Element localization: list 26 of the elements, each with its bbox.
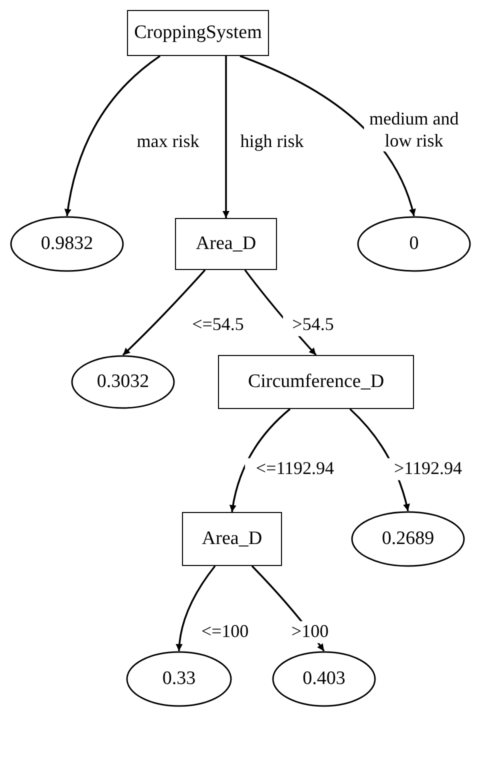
leaf-ellipse: [357, 216, 471, 272]
arrow: [176, 565, 216, 652]
attribute-box: [175, 218, 277, 270]
arrow: [230, 408, 291, 512]
attribute-box: [127, 10, 269, 56]
node-label: 0.2689: [382, 528, 434, 550]
node-label: Area_D: [196, 233, 256, 255]
leaf-ellipse: [126, 651, 232, 707]
node-label: 0.33: [162, 668, 196, 690]
arrow: [222, 56, 230, 218]
node-label: Circumference_D: [248, 371, 384, 393]
node-label: 0.9832: [40, 233, 94, 255]
arrow: [240, 55, 416, 216]
node-label: 0.3032: [96, 371, 150, 393]
attribute-box: [182, 512, 282, 566]
leaf-ellipse: [272, 651, 376, 707]
leaf-ellipse: [351, 511, 465, 567]
node-label: CroppingSystem: [134, 22, 262, 44]
node-label: 0.403: [302, 668, 346, 690]
node-label: 0: [409, 233, 419, 255]
node-label: Area_D: [202, 528, 262, 550]
arrow: [64, 55, 161, 216]
attribute-box: [218, 355, 414, 409]
arrow: [122, 269, 206, 356]
leaf-ellipse: [71, 355, 175, 409]
leaf-ellipse: [10, 216, 124, 272]
